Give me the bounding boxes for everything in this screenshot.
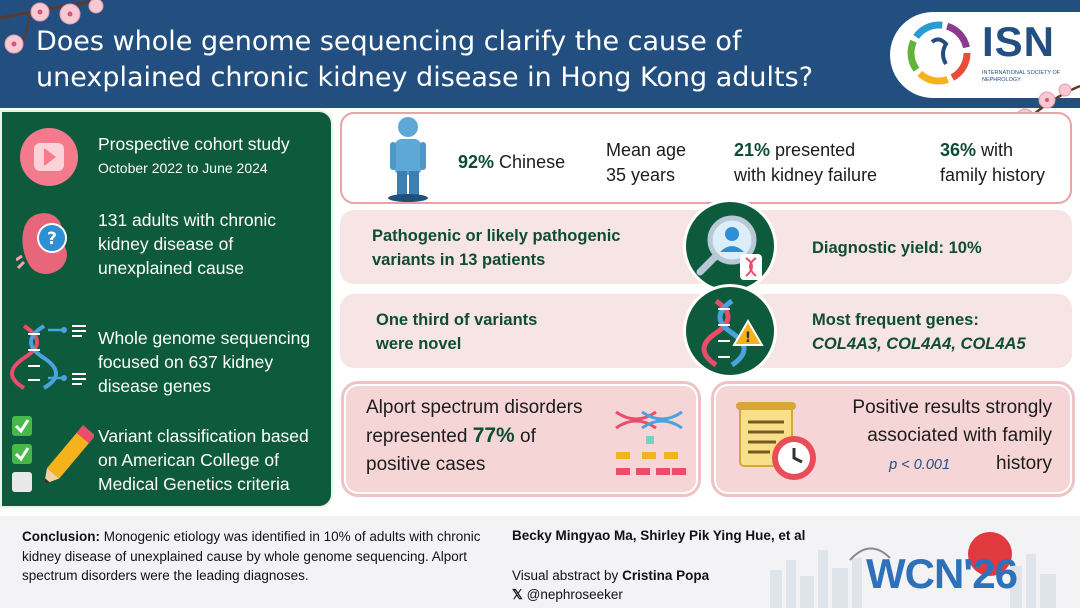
authors: Becky Mingyao Ma, Shirley Pik Ying Hue, … [512, 528, 806, 543]
alport-text: Alport spectrum disorders represented 77… [366, 397, 583, 475]
frequent-genes-text: Most frequent genes: COL4A3, COL4A4, COL… [812, 311, 1026, 353]
gene-blocks-icon [615, 410, 686, 475]
skyline-icon [770, 532, 1056, 608]
pathogenic-variants-text: Pathogenic or likely pathogenic variants… [372, 227, 621, 269]
play-icon [20, 128, 78, 186]
stat-kidney-failure: 21% presented with kidney failure [734, 140, 878, 185]
svg-text:?: ? [47, 229, 57, 249]
isn-logo: ISN INTERNATIONAL SOCIETY OF NEPHROLOGY [890, 12, 1080, 98]
page-title: Does whole genome sequencing clarify the… [36, 26, 814, 93]
dna-icon [10, 324, 86, 390]
isn-ring-icon [907, 21, 971, 85]
person-icon [388, 117, 428, 202]
cohort-stats-panel: 92% Chinese Mean age 35 years 21% presen… [340, 112, 1072, 204]
x-logo-icon: 𝕏 [512, 587, 523, 602]
svg-text:!: ! [745, 330, 751, 346]
magnifier-dna-icon [683, 199, 777, 293]
alport-card: Alport spectrum disorders represented 77… [344, 384, 698, 494]
novel-variants-text: One third of variants were novel [376, 311, 538, 353]
p-value: p < 0.001 [889, 457, 951, 473]
logo-text: ISN [982, 18, 1056, 65]
stat-mean-age: Mean age 35 years [606, 140, 687, 185]
footer [0, 516, 1080, 608]
study-design-text: Prospective cohort study October 2022 to… [98, 132, 330, 180]
cherry-blossom-icon [0, 0, 104, 54]
logo-subtitle: INTERNATIONAL SOCIETY OF NEPHROLOGY [982, 70, 1061, 83]
stat-family-history: 36% with family history [940, 140, 1046, 185]
wcn-logo: WCN'26 [866, 550, 1018, 597]
study-period: October 2022 to June 2024 [98, 160, 268, 176]
study-type: Prospective cohort study [98, 134, 290, 154]
twitter-handle[interactable]: @nephroseeker [526, 587, 623, 602]
methods-panel: Prospective cohort study October 2022 to… [0, 110, 333, 508]
diagnostic-yield-text: Diagnostic yield: 10% [812, 239, 982, 257]
sequencing-text: Whole genome sequencing focused on 637 k… [98, 328, 311, 396]
document-clock-icon [736, 402, 816, 480]
family-association-text: Positive results strongly associated wit… [852, 397, 1052, 474]
stat-chinese: 92% Chinese [458, 152, 566, 172]
visual-abstract-credit: Visual abstract by Cristina Popa 𝕏 @neph… [512, 568, 710, 602]
dna-warning-icon: ! [683, 284, 777, 378]
family-association-card: Positive results strongly associated wit… [714, 384, 1072, 494]
checklist-icon [12, 416, 94, 492]
cohort-text: 131 adults with chronic kidney disease o… [98, 210, 277, 278]
conclusion-text: Conclusion: Monogenic etiology was ident… [22, 529, 481, 583]
classification-text: Variant classification based on American… [98, 426, 309, 494]
kidney-question-icon: ? [16, 213, 67, 274]
